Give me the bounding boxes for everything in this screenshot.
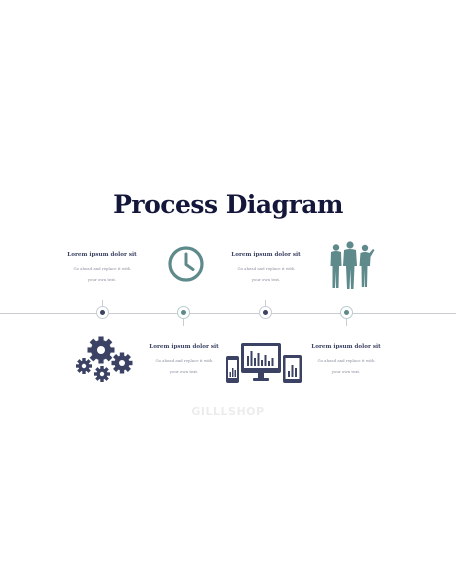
step-heading: Lorem ipsum dolor sit <box>231 252 301 258</box>
timeline-node-4 <box>340 306 353 319</box>
step-heading: Lorem ipsum dolor sit <box>67 252 137 258</box>
step-text-3: Lorem ipsum dolor sit Go ahead and repla… <box>211 251 321 285</box>
step-text-4: Lorem ipsum dolor sit Go ahead and repla… <box>291 343 401 377</box>
step-desc-line1: Go ahead and replace it with <box>237 266 295 271</box>
timeline-stem <box>102 300 103 307</box>
business-team-icon <box>330 241 375 289</box>
step-heading: Lorem ipsum dolor sit <box>311 344 381 350</box>
timeline-stem <box>346 319 347 326</box>
gears-icon <box>76 336 133 382</box>
step-desc-line2: your own text. <box>251 277 281 282</box>
step-desc-line2: your own text. <box>331 369 361 374</box>
timeline-stem <box>265 300 266 307</box>
watermark: GILLLSHOP <box>191 405 265 418</box>
timeline-node-1 <box>96 306 109 319</box>
step-text-1: Lorem ipsum dolor sit Go ahead and repla… <box>47 251 157 285</box>
step-desc-line2: your own text. <box>169 369 199 374</box>
page-title: Process Diagram <box>113 190 343 219</box>
step-desc-line1: Go ahead and replace it with <box>317 358 375 363</box>
step-desc-line1: Go ahead and replace it with <box>155 358 213 363</box>
devices-chart-icon <box>226 343 302 383</box>
step-heading: Lorem ipsum dolor sit <box>149 344 219 350</box>
timeline-line <box>0 313 456 314</box>
timeline-node-3 <box>259 306 272 319</box>
step-desc-line2: your own text. <box>87 277 117 282</box>
step-desc-line1: Go ahead and replace it with <box>73 266 131 271</box>
timeline-stem <box>183 319 184 326</box>
clock-icon <box>168 246 204 282</box>
step-text-2: Lorem ipsum dolor sit Go ahead and repla… <box>129 343 239 377</box>
timeline-node-2 <box>177 306 190 319</box>
